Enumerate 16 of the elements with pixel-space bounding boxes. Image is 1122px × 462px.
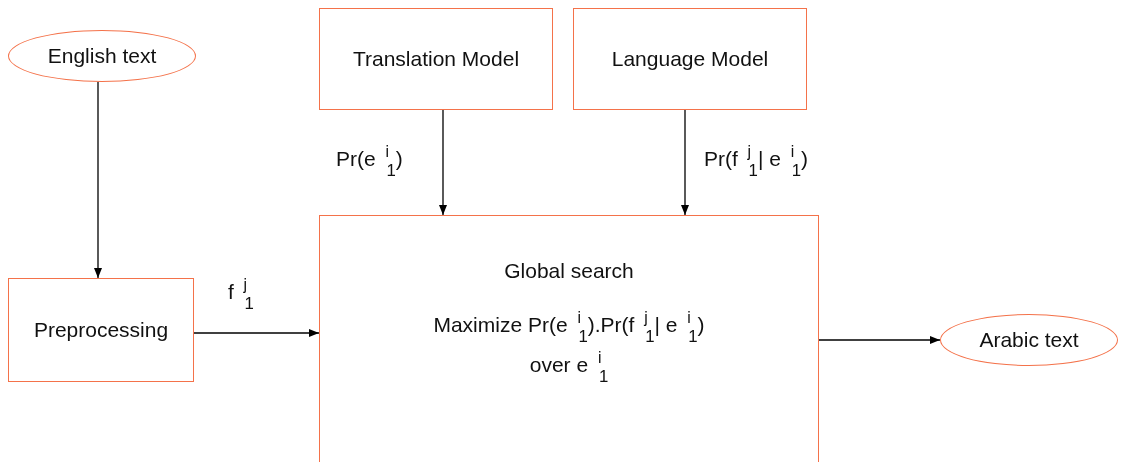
- node-label: Preprocessing: [33, 316, 169, 343]
- node-label: English text: [47, 42, 157, 69]
- node-label: Translation Model: [352, 45, 520, 72]
- process-box: [319, 215, 819, 462]
- arrow: [193, 328, 320, 338]
- node-label: Global search: [504, 258, 634, 284]
- process-box: [8, 278, 194, 382]
- arrow: [438, 109, 448, 216]
- process-box: [573, 8, 807, 110]
- node-label: Language Model: [611, 45, 769, 72]
- process-box: [319, 8, 553, 110]
- arrow: [818, 335, 941, 345]
- formula-text: Maximize Pr(e $^{i}$$_{1}$).Pr(f $^{j}$$_{1}$| e $^{i}$$_{1}$): [433, 308, 705, 348]
- arrow: [93, 81, 103, 279]
- node-label: Arabic text: [979, 326, 1079, 353]
- arrow: [680, 109, 690, 216]
